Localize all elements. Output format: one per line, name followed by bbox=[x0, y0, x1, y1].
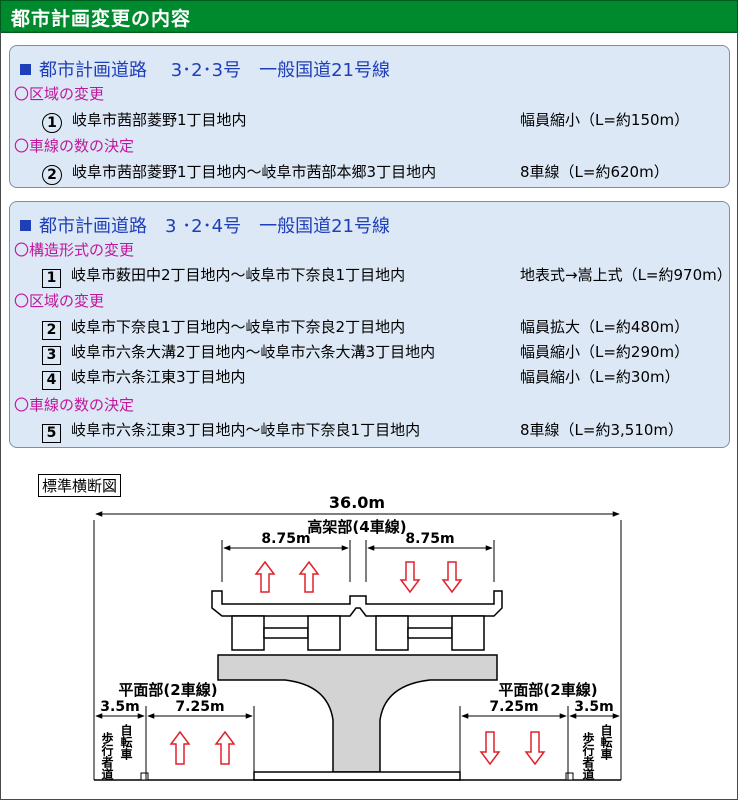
list-item: 4 岐阜市六条江東3丁目地内 幅員縮小（L=約30m） bbox=[42, 366, 680, 390]
item-number: 5 bbox=[42, 424, 61, 443]
item-location: 岐阜市茜部菱野1丁目地内～岐阜市茜部本郷3丁目地内 bbox=[72, 163, 437, 181]
item-description: 幅員縮小（L=約290m） bbox=[520, 343, 690, 361]
item-location: 岐阜市薮田中2丁目地内～岐阜市下奈良1丁目地内 bbox=[71, 266, 406, 284]
section-heading: 〇区域の変更 bbox=[14, 292, 105, 310]
route-323-title: 都市計画道路 3･2･3号 一般国道21号線 bbox=[20, 56, 390, 82]
square-bullet-icon bbox=[20, 220, 31, 231]
item-description: 幅員拡大（L=約480m） bbox=[520, 318, 690, 336]
list-item: 2 岐阜市茜部菱野1丁目地内～岐阜市茜部本郷3丁目地内 8車線（L=約620m） bbox=[42, 161, 669, 185]
list-item: 5 岐阜市六条江東3丁目地内～岐阜市下奈良1丁目地内 8車線（L=約3,510m） bbox=[42, 419, 683, 443]
item-location: 岐阜市下奈良1丁目地内～岐阜市下奈良2丁目地内 bbox=[71, 318, 406, 336]
item-description: 8車線（L=約3,510m） bbox=[520, 421, 684, 439]
route-323-panel: 都市計画道路 3･2･3号 一般国道21号線 〇区域の変更 1 岐阜市茜部菱野1丁… bbox=[9, 45, 730, 188]
item-location: 岐阜市六条大溝2丁目地内～岐阜市六条大溝3丁目地内 bbox=[71, 343, 436, 361]
item-number: 4 bbox=[42, 371, 61, 390]
list-item: 3 岐阜市六条大溝2丁目地内～岐阜市六条大溝3丁目地内 幅員縮小（L=約290m） bbox=[42, 341, 689, 365]
section-heading: 〇区域の変更 bbox=[14, 85, 105, 103]
item-description: 8車線（L=約620m） bbox=[520, 163, 669, 181]
item-number: 2 bbox=[42, 321, 61, 340]
section-heading: 〇車線の数の決定 bbox=[14, 137, 135, 155]
item-location: 岐阜市茜部菱野1丁目地内 bbox=[72, 111, 247, 129]
page-title: 都市計画変更の内容 bbox=[11, 8, 192, 30]
item-location: 岐阜市六条江東3丁目地内～岐阜市下奈良1丁目地内 bbox=[71, 421, 421, 439]
list-item: 2 岐阜市下奈良1丁目地内～岐阜市下奈良2丁目地内 幅員拡大（L=約480m） bbox=[42, 316, 689, 340]
item-number: 1 bbox=[42, 269, 61, 288]
item-number: 2 bbox=[42, 165, 62, 185]
item-number: 1 bbox=[42, 113, 62, 133]
item-description: 幅員縮小（L=約150m） bbox=[520, 111, 690, 129]
item-description: 地表式→嵩上式（L=約970m） bbox=[520, 266, 732, 284]
route-324-panel: 都市計画道路 3 ･2･4号 一般国道21号線 〇構造形式の変更 1 岐阜市薮田中… bbox=[9, 201, 732, 448]
route-324-title: 都市計画道路 3 ･2･4号 一般国道21号線 bbox=[20, 212, 390, 238]
item-location: 岐阜市六条江東3丁目地内 bbox=[71, 368, 246, 386]
cross-section-label: 標準横断図 bbox=[38, 474, 122, 497]
section-heading: 〇車線の数の決定 bbox=[14, 396, 135, 414]
page-header: 都市計画変更の内容 bbox=[0, 0, 738, 33]
item-number: 3 bbox=[42, 346, 61, 365]
section-heading: 〇構造形式の変更 bbox=[14, 241, 135, 259]
item-description: 幅員縮小（L=約30m） bbox=[520, 368, 680, 386]
list-item: 1 岐阜市茜部菱野1丁目地内 幅員縮小（L=約150m） bbox=[42, 109, 689, 133]
list-item: 1 岐阜市薮田中2丁目地内～岐阜市下奈良1丁目地内 地表式→嵩上式（L=約970m… bbox=[42, 264, 732, 288]
square-bullet-icon bbox=[20, 64, 31, 75]
